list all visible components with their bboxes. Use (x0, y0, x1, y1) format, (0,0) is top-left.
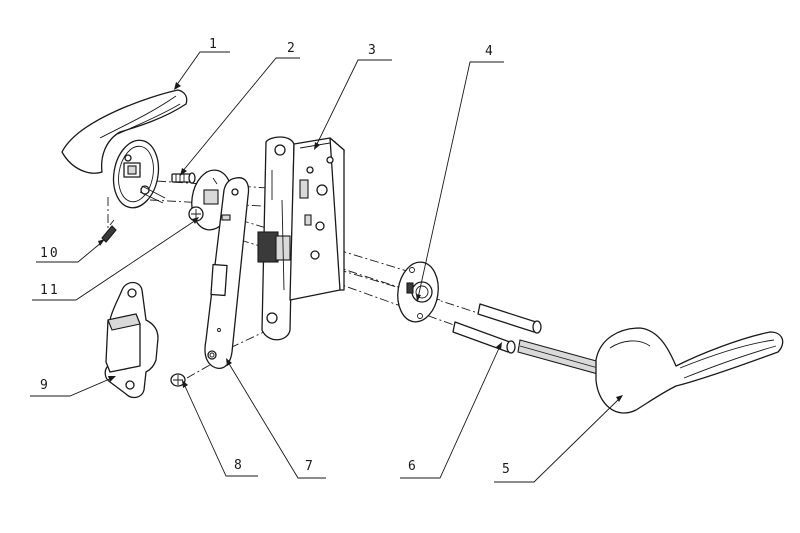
callout-5: 5 (494, 395, 623, 483)
rosette-plate-right (397, 261, 439, 323)
screw-small (171, 172, 196, 184)
callout-2: 2 (180, 41, 300, 176)
callout-8: 8 (182, 380, 258, 477)
callout-label-7: 7 (305, 459, 315, 474)
spindle (517, 339, 601, 375)
callout-label-10: 10 (40, 246, 60, 261)
face-screw (170, 373, 186, 387)
callout-1: 1 (174, 37, 230, 90)
callout-11: 11 (32, 217, 199, 301)
callout-label-1: 1 (209, 37, 219, 52)
callout-label-3: 3 (368, 43, 378, 58)
lock-body (257, 136, 345, 341)
wood-screw (101, 219, 117, 243)
callout-label-9: 9 (40, 378, 50, 393)
callout-label-5: 5 (502, 462, 512, 477)
callout-label-11: 11 (40, 283, 60, 298)
callout-10: 10 (36, 239, 105, 263)
callout-6: 6 (400, 342, 502, 479)
callout-4: 4 (416, 44, 504, 302)
callout-9: 9 (30, 376, 116, 397)
callout-label-8: 8 (234, 458, 244, 473)
callout-label-2: 2 (287, 41, 297, 56)
callout-label-6: 6 (408, 459, 418, 474)
faceplate (204, 177, 250, 369)
handle-left (61, 89, 188, 209)
callout-label-4: 4 (485, 44, 495, 59)
callout-3: 3 (314, 43, 392, 150)
connecting-pins (452, 303, 542, 354)
strike-plate (104, 281, 159, 399)
callout-7: 7 (226, 358, 326, 479)
handle-right (595, 327, 784, 414)
